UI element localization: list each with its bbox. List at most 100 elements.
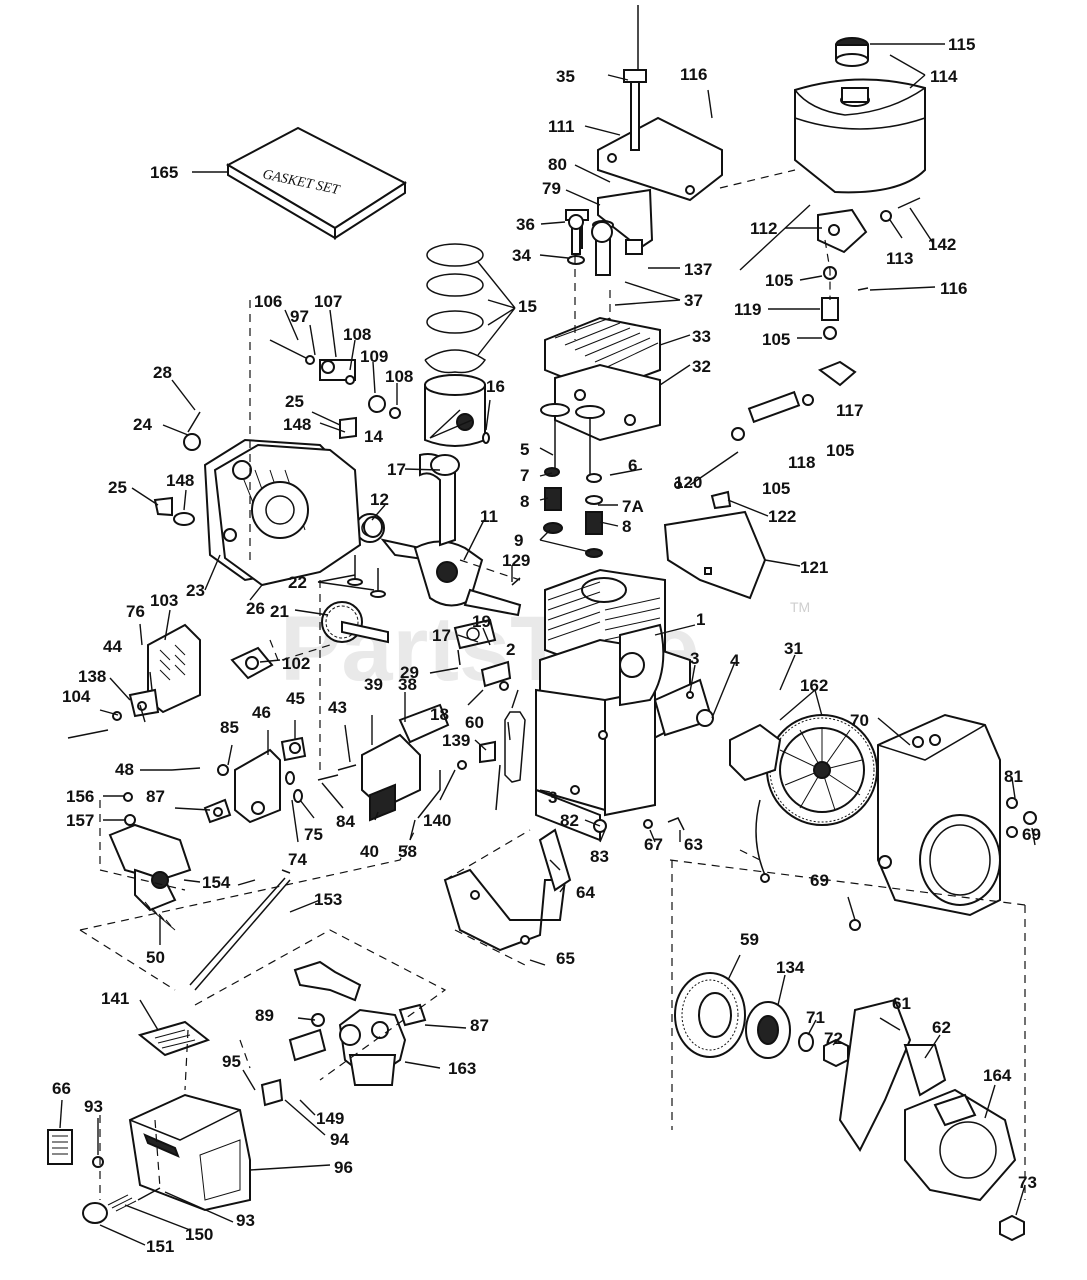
label-74: 74 [288,850,307,869]
carburetor-part [260,960,427,1107]
rotating-screen-part [674,972,849,1068]
label-134: 134 [776,958,805,977]
label-87-a: 87 [146,787,165,806]
label-149: 149 [316,1109,344,1128]
label-64: 64 [576,883,595,902]
label-44: 44 [103,637,122,656]
label-76: 76 [126,602,145,621]
label-23: 23 [186,581,205,600]
label-105-d: 105 [762,479,790,498]
label-83: 83 [590,847,609,866]
label-37: 37 [684,291,703,310]
label-63: 63 [684,835,703,854]
label-113: 113 [886,249,913,268]
cam-gear-part [321,555,389,644]
label-95: 95 [222,1052,241,1071]
label-61: 61 [892,994,911,1013]
label-36: 36 [516,215,535,234]
label-115: 115 [948,35,975,54]
label-80: 80 [548,155,567,174]
label-73: 73 [1018,1173,1037,1192]
label-105-a: 105 [765,271,793,290]
label-9: 9 [514,531,523,550]
label-1: 1 [696,610,705,629]
label-18: 18 [430,705,449,724]
label-26: 26 [246,599,265,618]
cylinder-block-part [535,568,714,842]
tank-bracket-part [817,197,921,340]
label-66: 66 [52,1079,71,1098]
blower-housing-part [849,713,1037,931]
label-12: 12 [370,490,389,509]
label-25-b: 25 [108,478,127,497]
label-114: 114 [930,67,958,86]
flywheel-part [696,709,878,883]
label-35: 35 [556,67,575,86]
label-163: 163 [448,1059,476,1078]
label-45: 45 [286,689,305,708]
label-94: 94 [330,1130,349,1149]
label-138: 138 [78,667,106,686]
label-156: 156 [66,787,94,806]
crankshaft-part [355,453,522,691]
label-70: 70 [850,711,869,730]
label-6: 6 [628,456,637,475]
muffler-part [67,623,274,739]
muffler-bracket-part [171,736,307,824]
label-60: 60 [465,713,484,732]
label-28: 28 [153,363,172,382]
label-69-a: 69 [1022,825,1041,844]
label-150: 150 [185,1225,213,1244]
label-121: 121 [800,558,828,577]
label-140: 140 [423,811,451,830]
label-8-b: 8 [622,517,631,536]
label-81: 81 [1004,767,1023,786]
label-97: 97 [290,307,309,326]
label-116-top: 116 [680,65,707,84]
label-22: 22 [288,573,307,592]
watermark-tm: TM [790,599,810,615]
label-85: 85 [220,718,239,737]
label-93-a: 93 [84,1097,103,1116]
label-24: 24 [133,415,152,434]
part-labels: 115 114 35 116 111 165 80 79 36 34 137 1… [52,35,1041,1256]
starter-part [838,998,1025,1242]
label-129: 129 [502,551,530,570]
label-46: 46 [252,703,271,722]
label-148-b: 148 [166,471,194,490]
label-104: 104 [62,687,91,706]
label-50: 50 [146,948,165,967]
throttle-link-part [189,869,291,991]
label-14: 14 [364,427,383,446]
label-89: 89 [255,1006,274,1025]
label-58: 58 [398,842,417,861]
label-111: 111 [548,117,575,136]
baffle-part [443,510,767,952]
label-79: 79 [542,179,561,198]
label-39: 39 [364,675,383,694]
cylinder-head-part [544,5,723,442]
label-151: 151 [146,1237,174,1256]
label-102: 102 [282,654,310,673]
label-59: 59 [740,930,759,949]
leader-lines [59,43,1036,1246]
label-48: 48 [115,760,134,779]
label-118: 118 [788,453,815,472]
label-72: 72 [824,1029,843,1048]
label-139: 139 [442,731,470,750]
label-108-a: 108 [343,325,371,344]
label-108-b: 108 [385,367,413,386]
label-96: 96 [334,1158,353,1177]
label-71: 71 [806,1008,825,1027]
label-141: 141 [101,989,129,1008]
label-162: 162 [800,676,828,695]
label-15: 15 [518,297,537,316]
label-43: 43 [328,698,347,717]
label-5: 5 [520,440,529,459]
label-65: 65 [556,949,575,968]
label-87-b: 87 [470,1016,489,1035]
crankcase-cover-part [153,339,401,587]
label-116-right: 116 [940,279,967,298]
